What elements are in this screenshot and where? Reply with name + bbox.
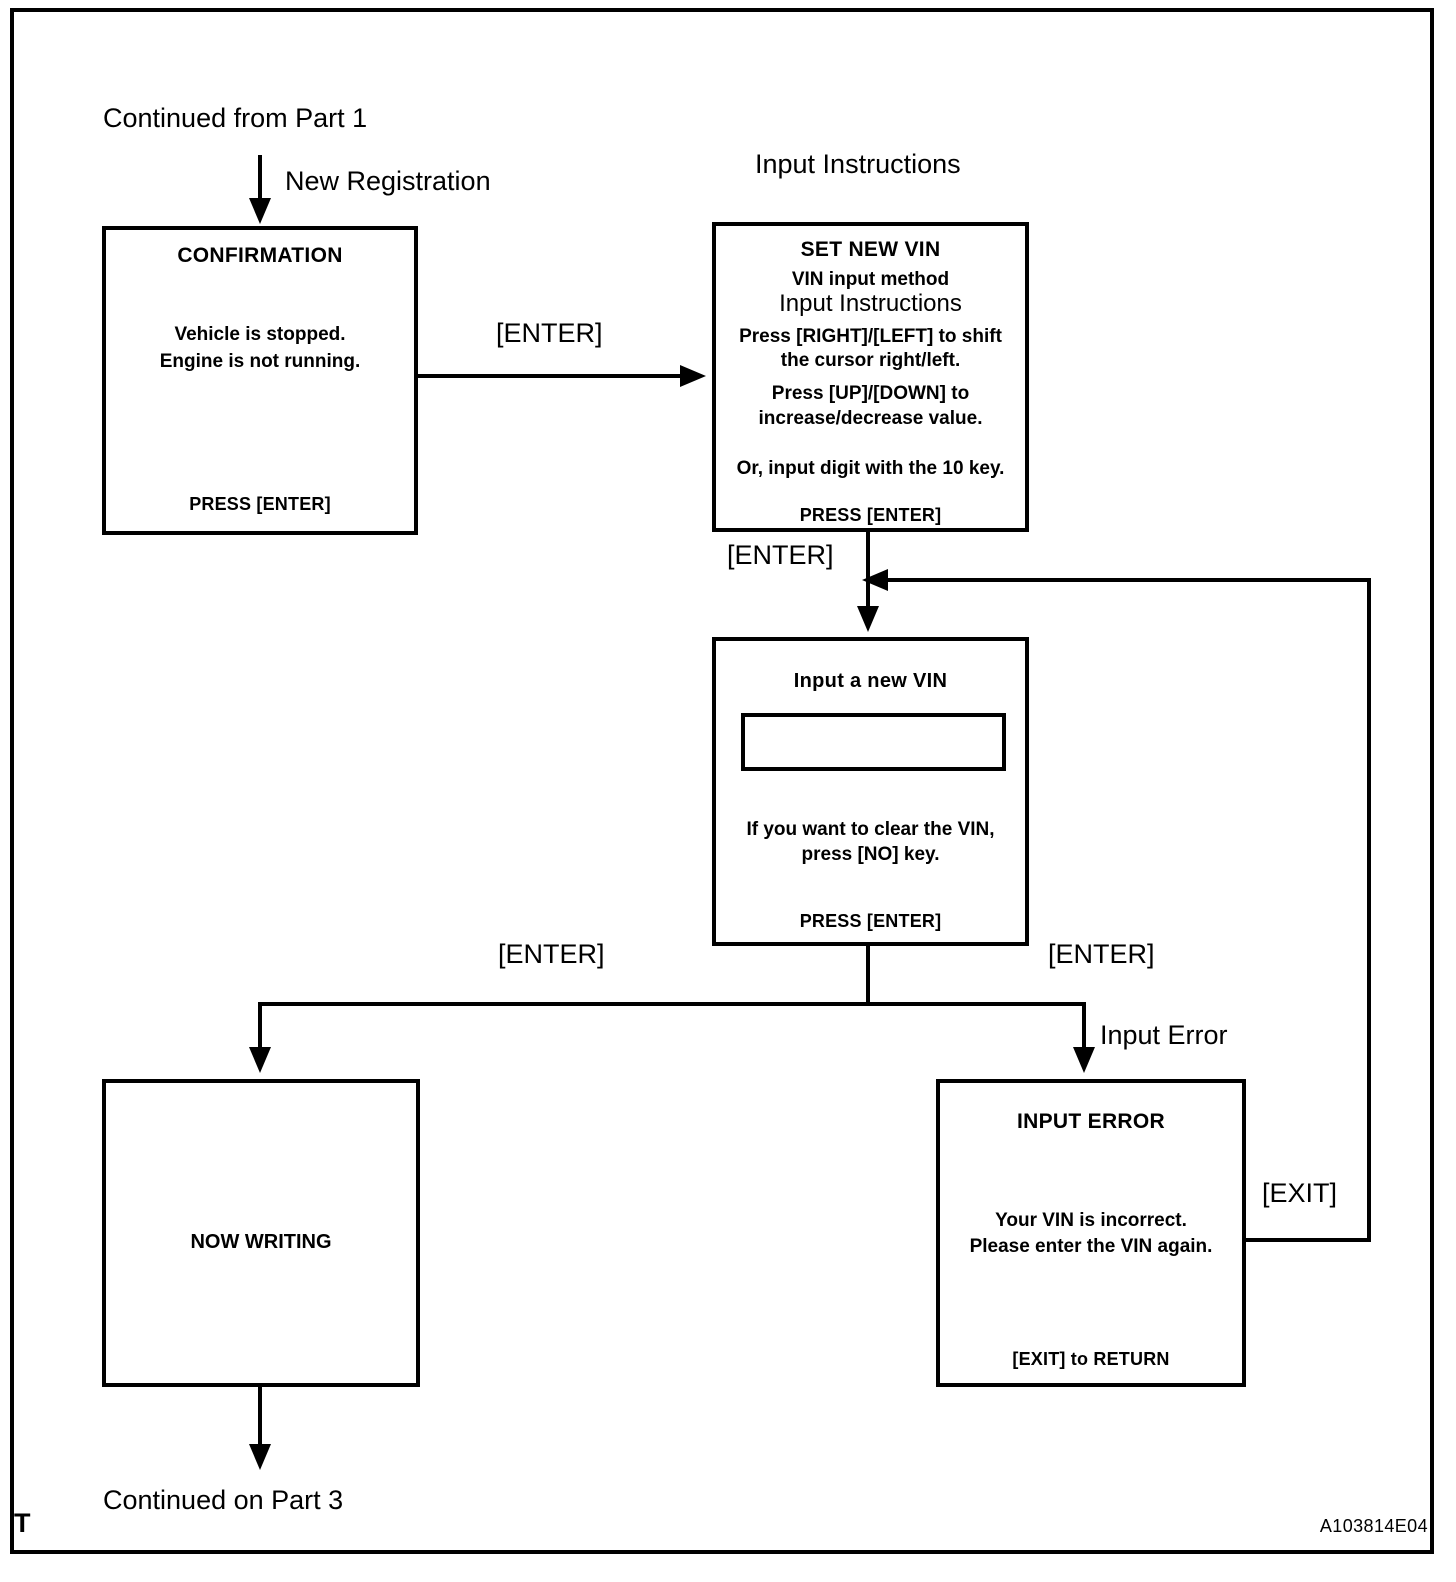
connector-confirmation-to-setvin-head	[680, 365, 706, 387]
screen-now-writing[interactable]: NOW WRITING	[102, 1079, 420, 1387]
screen-set-new-vin[interactable]: SET NEW VIN VIN input method Input Instr…	[712, 222, 1029, 532]
page-border	[10, 8, 1434, 1554]
set-new-vin-line-4: increase/decrease value.	[758, 408, 983, 429]
input-new-vin-title: Input a new VIN	[793, 670, 948, 692]
connector-setvin-to-inputvin-head	[857, 606, 879, 632]
branch-left-drop-line	[258, 1002, 262, 1052]
set-new-vin-line-2: the cursor right/left.	[780, 350, 961, 371]
branch-right-drop-line	[1082, 1002, 1086, 1052]
input-new-vin-hint-line-2: press [NO] key.	[801, 844, 940, 865]
caption-input-instructions: Input Instructions	[755, 149, 961, 179]
set-new-vin-heading: Input Instructions	[779, 290, 962, 317]
branch-split-bar	[258, 1002, 1086, 1006]
input-new-vin-hint-line-1: If you want to clear the VIN,	[746, 819, 995, 840]
label-new-registration: New Registration	[285, 166, 491, 196]
figure-code-label: A103814E04	[1319, 1516, 1428, 1536]
set-new-vin-line-5: Or, input digit with the 10 key.	[736, 458, 1005, 479]
branch-left-drop-head	[249, 1047, 271, 1073]
set-new-vin-subtitle: VIN input method	[791, 269, 950, 290]
loopback-segment-horizontal-bottom	[1245, 1238, 1371, 1242]
confirmation-body-line-1: Vehicle is stopped.	[174, 324, 346, 345]
entry-arrow-line	[258, 155, 262, 201]
label-input-error: Input Error	[1100, 1020, 1228, 1050]
label-enter-branch-left: [ENTER]	[498, 939, 605, 969]
label-enter-setvin-to-inputvin: [ENTER]	[727, 540, 834, 570]
set-new-vin-line-3: Press [UP]/[DOWN] to	[771, 383, 970, 404]
confirmation-body-line-2: Engine is not running.	[159, 351, 361, 372]
input-error-body-line-1: Your VIN is incorrect.	[995, 1210, 1187, 1231]
set-new-vin-footer: PRESS [ENTER]	[799, 505, 942, 525]
vin-input-field[interactable]	[741, 713, 1006, 771]
entry-arrow-head	[249, 198, 271, 224]
screen-confirmation[interactable]: CONFIRMATION Vehicle is stopped. Engine …	[102, 226, 418, 535]
screen-input-new-vin[interactable]: Input a new VIN If you want to clear the…	[712, 637, 1029, 946]
set-new-vin-title: SET NEW VIN	[800, 238, 941, 261]
label-enter-branch-right: [ENTER]	[1048, 939, 1155, 969]
now-writing-title: NOW WRITING	[190, 1231, 332, 1253]
label-exit: [EXIT]	[1262, 1178, 1338, 1208]
exit-label-continued-on-part-3: Continued on Part 3	[103, 1485, 344, 1515]
branch-right-drop-head	[1073, 1047, 1095, 1073]
input-new-vin-footer: PRESS [ENTER]	[799, 911, 942, 931]
connector-confirmation-to-setvin-line	[418, 374, 682, 378]
label-enter-confirmation-to-setvin: [ENTER]	[496, 318, 603, 348]
corner-registration-mark: T	[14, 1508, 31, 1538]
exit-arrow-head	[249, 1444, 271, 1470]
entry-label-continued-from-part-1: Continued from Part 1	[103, 103, 368, 133]
set-new-vin-line-1: Press [RIGHT]/[LEFT] to shift	[739, 326, 1002, 347]
loopback-segment-horizontal-top	[886, 578, 1371, 582]
branch-stem-line	[866, 946, 870, 1006]
input-error-body-line-2: Please enter the VIN again.	[969, 1236, 1213, 1257]
confirmation-title: CONFIRMATION	[177, 244, 343, 267]
screen-input-error[interactable]: INPUT ERROR Your VIN is incorrect. Pleas…	[936, 1079, 1246, 1387]
input-error-footer: [EXIT] to RETURN	[1012, 1349, 1170, 1369]
exit-arrow-line	[258, 1387, 262, 1449]
loopback-segment-vertical	[1367, 578, 1371, 1242]
input-error-title: INPUT ERROR	[1017, 1110, 1165, 1133]
loopback-arrow-head	[862, 569, 888, 591]
confirmation-footer: PRESS [ENTER]	[189, 494, 331, 514]
